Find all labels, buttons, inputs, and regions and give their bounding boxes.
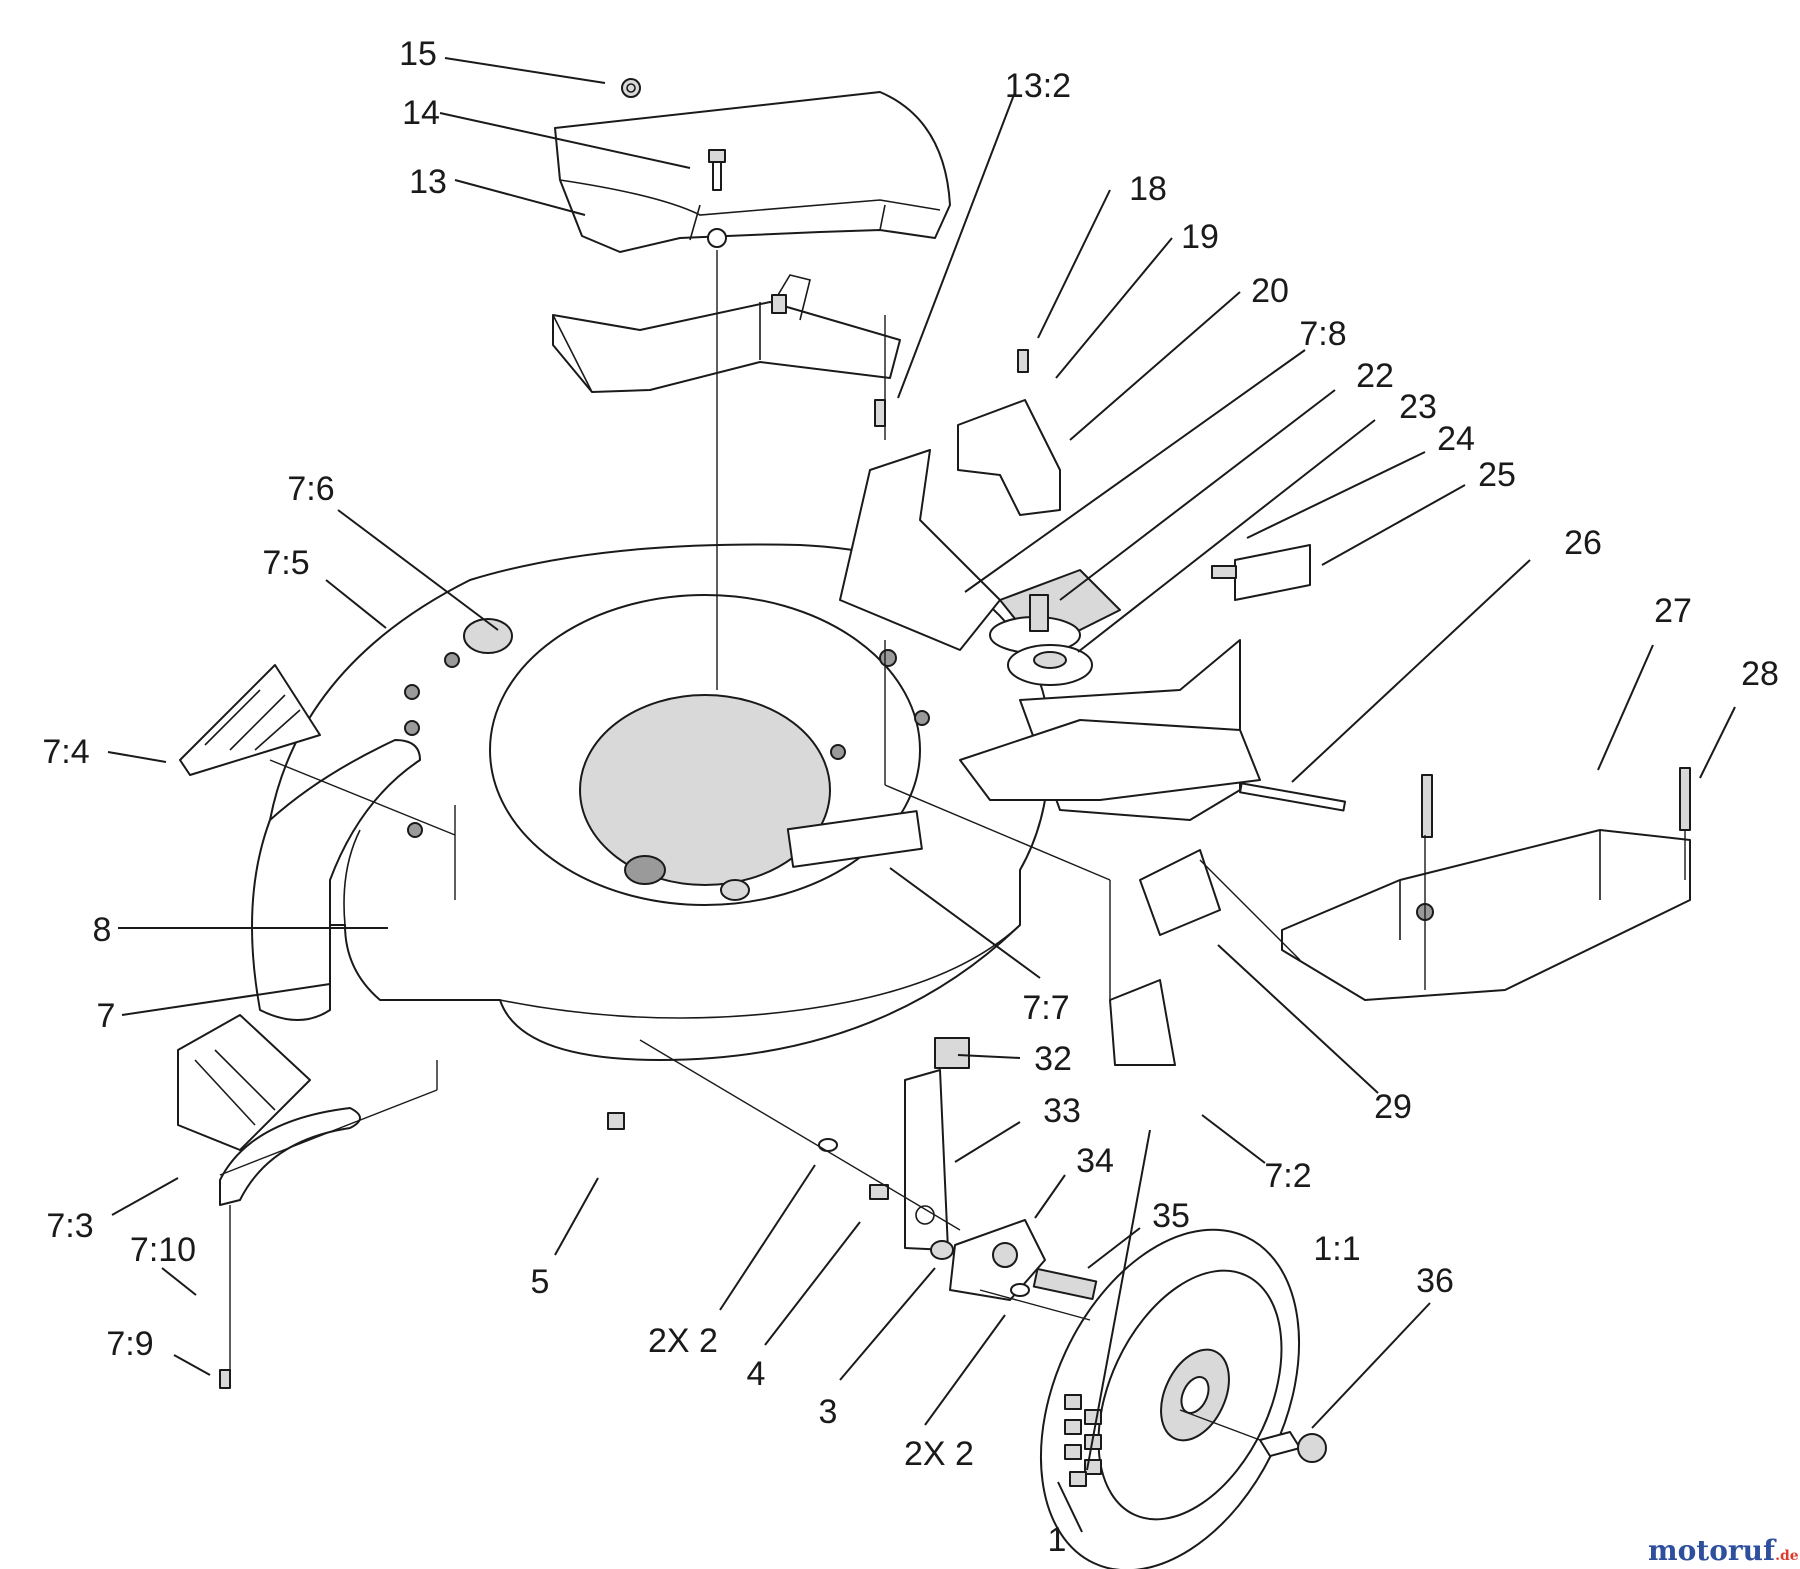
callout-7-6: 7:6 (287, 470, 334, 508)
callout-4: 4 (747, 1355, 766, 1393)
watermark-brand: motoruf.de (1648, 1534, 1799, 1567)
callout-1: 1 (1048, 1521, 1067, 1559)
callout-7-9: 7:9 (106, 1325, 153, 1363)
callout-7-8: 7:8 (1299, 315, 1346, 353)
callout-7-7: 7:7 (1022, 989, 1069, 1027)
callout-19: 19 (1181, 218, 1219, 256)
height-adjuster-part (904, 1037, 970, 1251)
callout-1-1: 1:1 (1313, 1230, 1360, 1268)
callout-35: 35 (1152, 1197, 1190, 1235)
callout-8: 8 (93, 911, 112, 949)
callout-15: 15 (399, 35, 437, 73)
callout-27: 27 (1654, 592, 1692, 630)
callout-2x2-a: 2X 2 (648, 1322, 718, 1360)
callout-7-10: 7:10 (130, 1231, 196, 1269)
bushing-part (1029, 594, 1049, 632)
screw-part (874, 399, 886, 427)
callout-2x2-b: 2X 2 (904, 1435, 974, 1473)
callout-25: 25 (1478, 456, 1516, 494)
assembly-axis-lines (219, 250, 1686, 1441)
callout-29: 29 (1374, 1088, 1412, 1126)
deflector-bracket-part (552, 274, 901, 393)
callout-labels: 15 14 13 13:2 18 19 20 7:8 22 23 24 25 2… (42, 35, 1779, 1559)
hardware-part (607, 1112, 1030, 1297)
height-bracket-part (957, 349, 1061, 516)
axle-bolt-part (1032, 1267, 1098, 1301)
callout-13-2: 13:2 (1005, 67, 1071, 105)
mulch-arm-part (219, 1107, 361, 1206)
pulley-part (1007, 644, 1093, 686)
bumper-part (251, 739, 421, 1021)
callout-3: 3 (819, 1393, 838, 1431)
callout-36: 36 (1416, 1262, 1454, 1300)
callout-18: 18 (1129, 170, 1167, 208)
callout-26: 26 (1564, 524, 1602, 562)
callout-7-3: 7:3 (46, 1207, 93, 1245)
rod-part (1239, 782, 1347, 812)
callout-7-4: 7:4 (42, 733, 89, 771)
baffle-lower-part (177, 1014, 311, 1151)
rear-guard-part (1281, 829, 1691, 1001)
callout-7: 7 (97, 997, 116, 1035)
callout-22: 22 (1356, 357, 1394, 395)
callout-20: 20 (1251, 272, 1289, 310)
wheel-bolt-part (1259, 1431, 1327, 1463)
rear-flap-part (1139, 849, 1221, 936)
callout-23: 23 (1399, 388, 1437, 426)
callout-7-2: 7:2 (1264, 1157, 1311, 1195)
callout-33: 33 (1043, 1092, 1081, 1130)
wheel-part (1039, 1228, 1301, 1569)
callout-24: 24 (1437, 420, 1475, 458)
bolt-part (707, 149, 727, 248)
callout-28: 28 (1741, 655, 1779, 693)
nut-part (621, 78, 641, 98)
discharge-cover-part (554, 91, 951, 253)
axle-bracket-part (949, 1219, 1046, 1301)
callout-32: 32 (1034, 1040, 1072, 1078)
callout-14: 14 (402, 94, 440, 132)
arm-screw-part (219, 1369, 231, 1389)
callout-13: 13 (409, 163, 447, 201)
watermark-logo: motoruf.de (1648, 1534, 1799, 1567)
callout-7-5: 7:5 (262, 544, 309, 582)
guard-bolt-part (1421, 767, 1691, 838)
baffle-part (179, 664, 321, 776)
callout-5: 5 (531, 1263, 550, 1301)
callout-34: 34 (1076, 1142, 1114, 1180)
leader-lines (107, 57, 1736, 1533)
latch-part (1211, 544, 1311, 601)
mulch-plug-part (1109, 979, 1176, 1066)
